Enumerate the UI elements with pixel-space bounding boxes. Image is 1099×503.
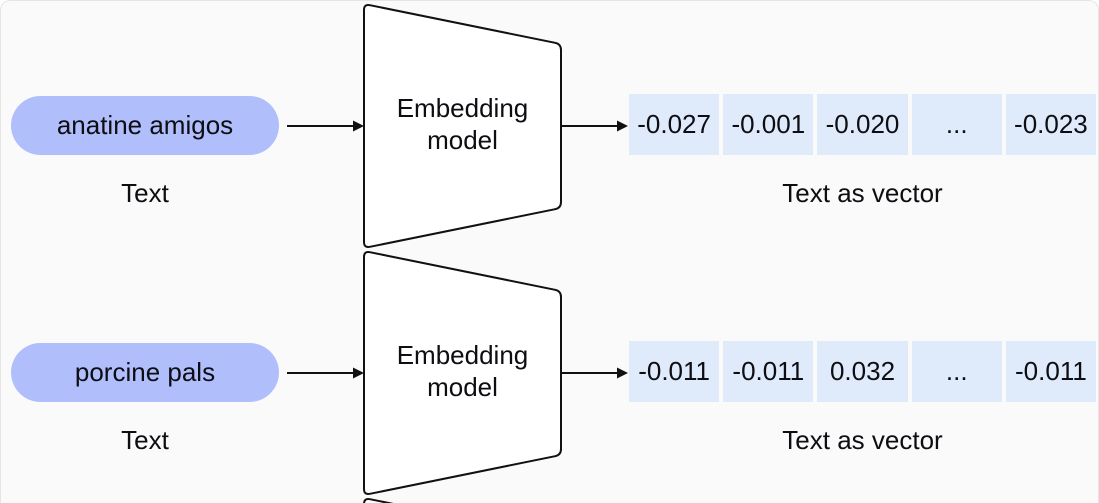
vector-label: Text as vector: [782, 178, 943, 208]
vector-cells: -0.027 -0.001 -0.020 ... -0.023: [629, 94, 1097, 155]
vector-cell: -0.027: [629, 94, 720, 155]
embedding-model-label: Embedding model: [396, 340, 529, 402]
input-text-pill: anatine amigos: [11, 96, 279, 155]
vector-cell: -0.020: [817, 94, 908, 155]
text-label: Text: [121, 425, 169, 455]
input-text: porcine pals: [74, 357, 216, 387]
vector-cell: -0.001: [723, 94, 814, 155]
vector-cell: -0.011: [1005, 341, 1097, 402]
vector-cell: 0.032: [817, 341, 908, 402]
vector-cell-ellipsis: ...: [911, 341, 1002, 402]
text-label: Text: [121, 178, 169, 208]
input-text-pill: porcine pals: [11, 343, 279, 402]
embedding-model-label: Embedding model: [396, 93, 529, 155]
vector-cell: -0.011: [723, 341, 814, 402]
vector-label: Text as vector: [782, 425, 943, 455]
vector-cell: -0.011: [629, 341, 720, 402]
embedding-row: anatine amigos Text Embedding model -0.0…: [1, 1, 1098, 248]
embedding-model-trapezoid-partial: [363, 498, 562, 503]
embedding-row: porcine pals Text Embedding model -0.011…: [1, 248, 1098, 495]
input-text: anatine amigos: [56, 110, 234, 140]
vector-cell-ellipsis: ...: [911, 94, 1002, 155]
vector-cell: -0.023: [1005, 94, 1097, 155]
vector-cells: -0.011 -0.011 0.032 ... -0.011: [629, 341, 1097, 402]
